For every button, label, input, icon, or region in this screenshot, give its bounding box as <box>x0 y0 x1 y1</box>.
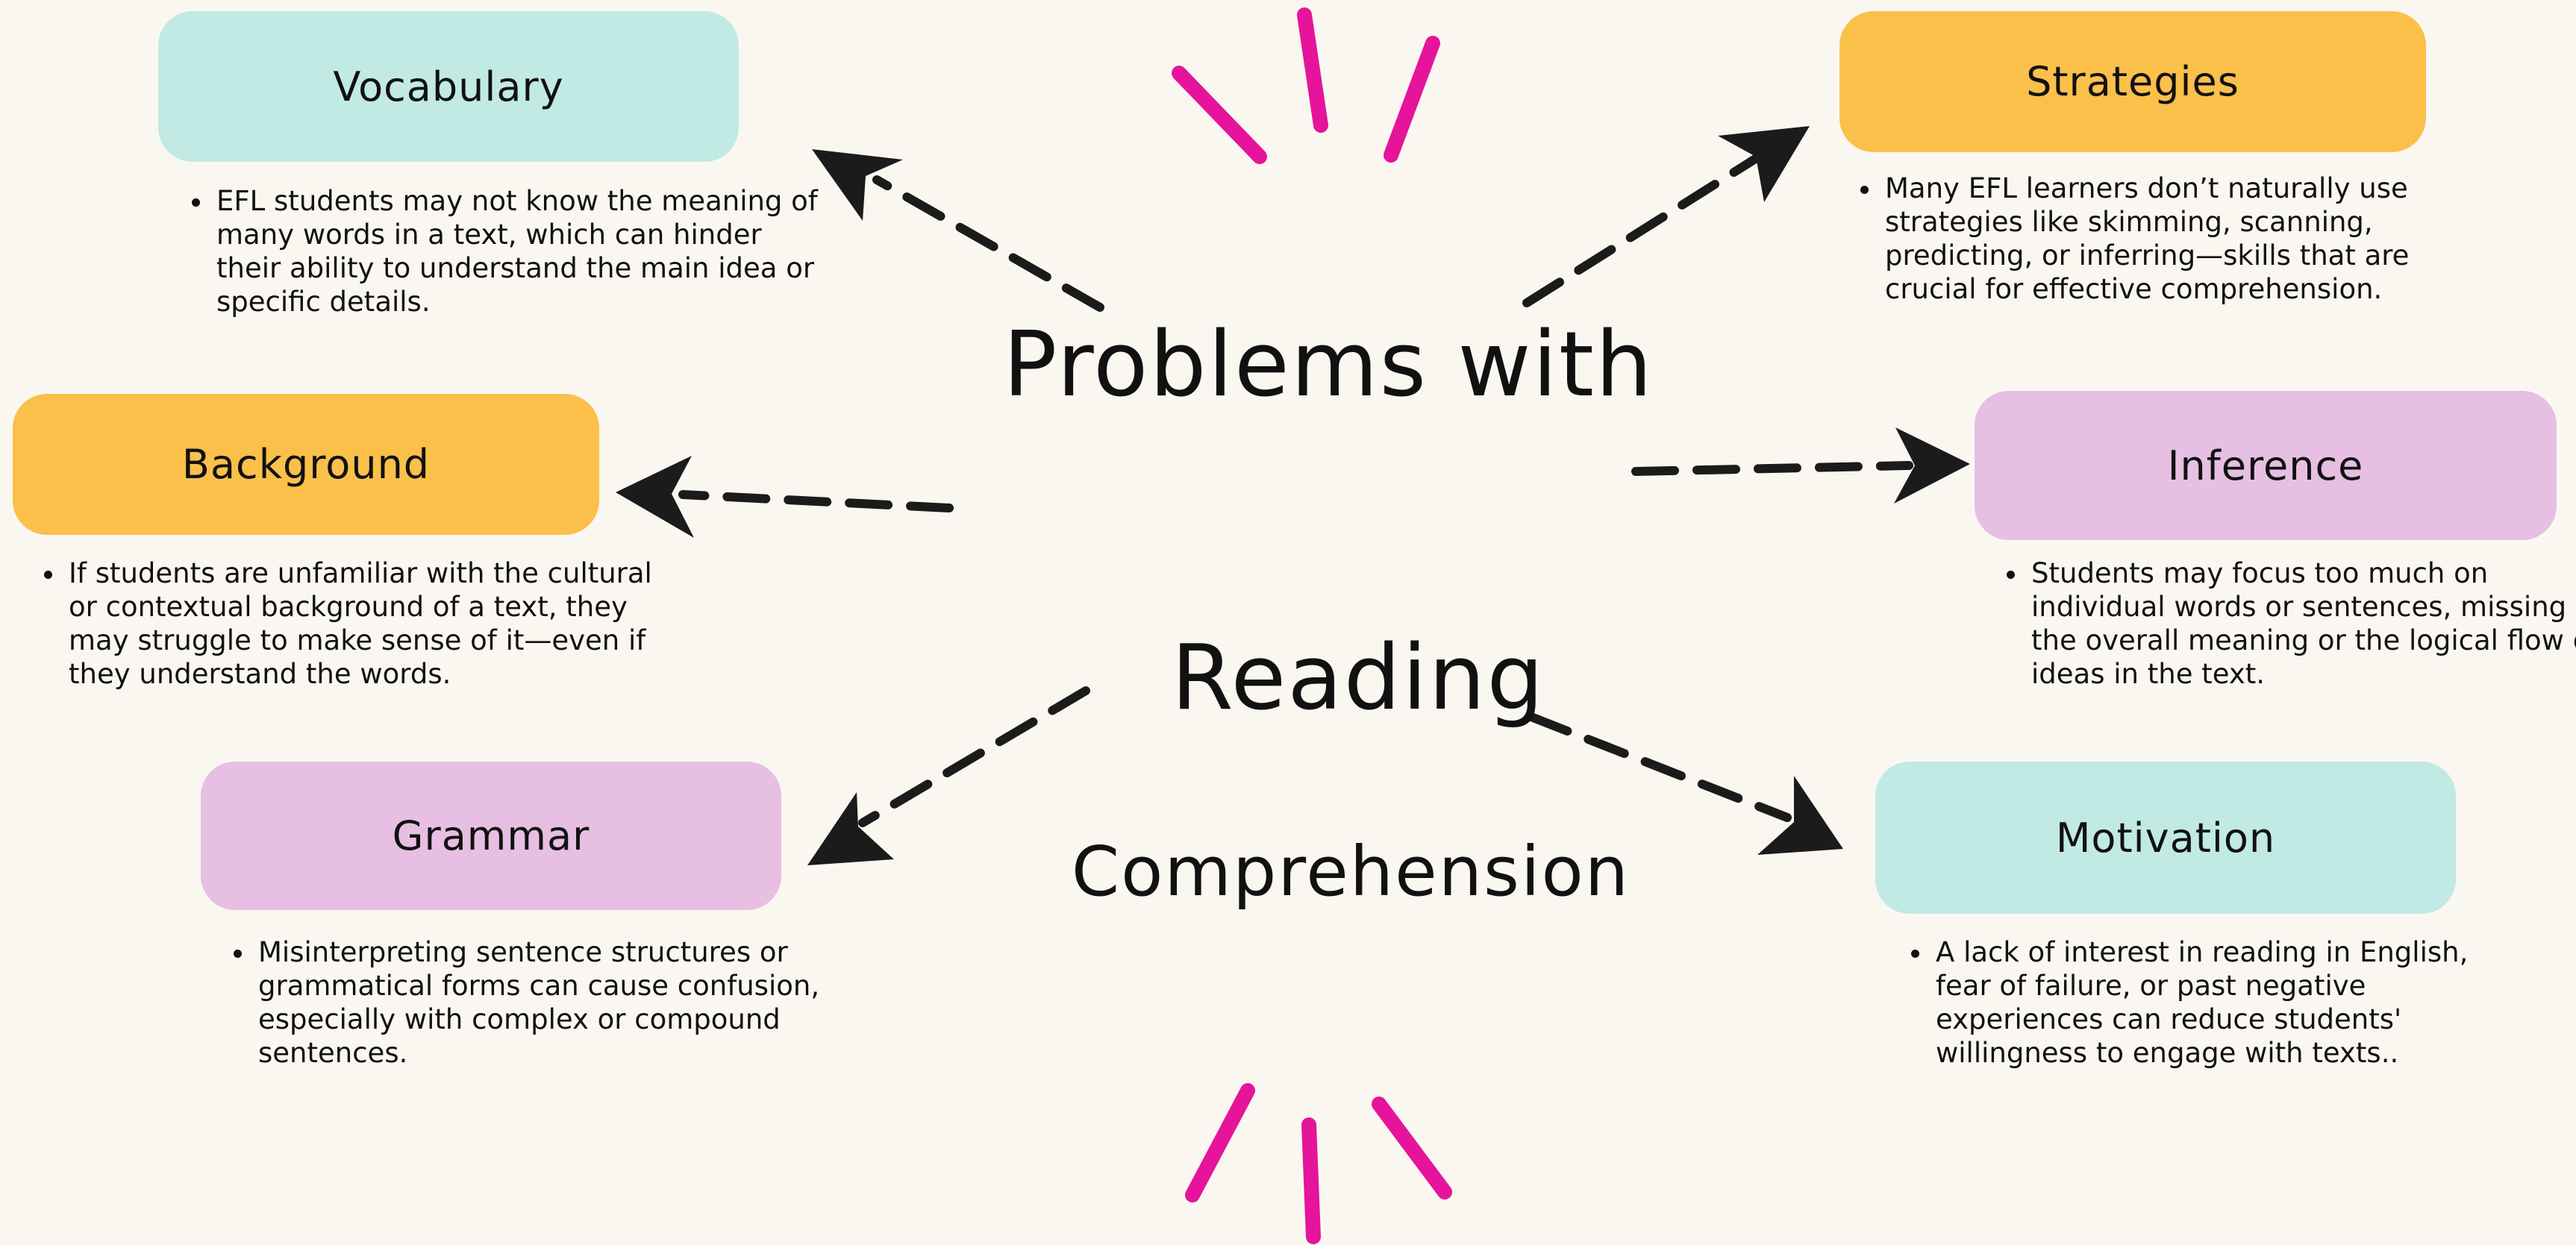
arrowhead-strategies <box>1718 126 1810 202</box>
arrowhead-motivation <box>1757 776 1843 855</box>
brush-stroke-top-middle <box>1297 7 1328 133</box>
inference-description: Students may focus too much on individua… <box>1998 556 2576 691</box>
motivation-description: A lack of interest in reading in English… <box>1903 935 2530 1070</box>
background-bullet: If students are unfamiliar with the cult… <box>66 556 685 691</box>
brush-stroke-bottom-right <box>1372 1097 1452 1199</box>
strategies-description: Many EFL learners don’t naturally use st… <box>1852 172 2494 306</box>
vocabulary-bullet: EFL students may not know the meaning of… <box>213 184 833 319</box>
grammar-box: Grammar <box>201 762 781 910</box>
arrow-inference-shaft <box>1631 461 1913 476</box>
vocabulary-description: EFL students may not know the meaning of… <box>184 184 833 319</box>
title-line-comprehension: Comprehension <box>1071 832 1631 912</box>
arrowhead-grammar <box>807 792 894 865</box>
background-box: Background <box>13 394 599 535</box>
background-description: If students are unfamiliar with the cult… <box>36 556 685 691</box>
title-line-problems-with: Problems with <box>1003 313 1654 417</box>
grammar-bullet: Misinterpreting sentence structures or g… <box>255 935 875 1070</box>
title-line-reading: Reading <box>1171 627 1545 730</box>
grammar-description: Misinterpreting sentence structures or g… <box>225 935 875 1070</box>
arrowhead-background <box>616 456 694 538</box>
arrow-grammar-shaft <box>858 686 1090 827</box>
brush-stroke-top-right <box>1384 36 1440 163</box>
motivation-box: Motivation <box>1875 762 2456 914</box>
inference-bullet: Students may focus too much on individua… <box>2028 556 2576 691</box>
vocabulary-box: Vocabulary <box>158 11 739 162</box>
strategies-box: Strategies <box>1839 11 2426 152</box>
arrowhead-inference <box>1894 427 1970 504</box>
brush-stroke-bottom-left <box>1185 1083 1255 1202</box>
inference-box: Inference <box>1975 391 2557 540</box>
strategies-bullet: Many EFL learners don’t naturally use st… <box>1882 172 2494 306</box>
arrow-motivation-shaft <box>1527 712 1792 822</box>
brush-stroke-top-left <box>1172 66 1267 164</box>
arrowhead-vocabulary <box>812 149 903 221</box>
arrow-vocabulary-shaft <box>872 175 1104 312</box>
motivation-bullet: A lack of interest in reading in English… <box>1933 935 2530 1070</box>
arrow-strategies-shaft <box>1522 151 1766 307</box>
brush-stroke-bottom-middle <box>1301 1117 1321 1244</box>
arrow-background-shaft <box>678 490 954 512</box>
